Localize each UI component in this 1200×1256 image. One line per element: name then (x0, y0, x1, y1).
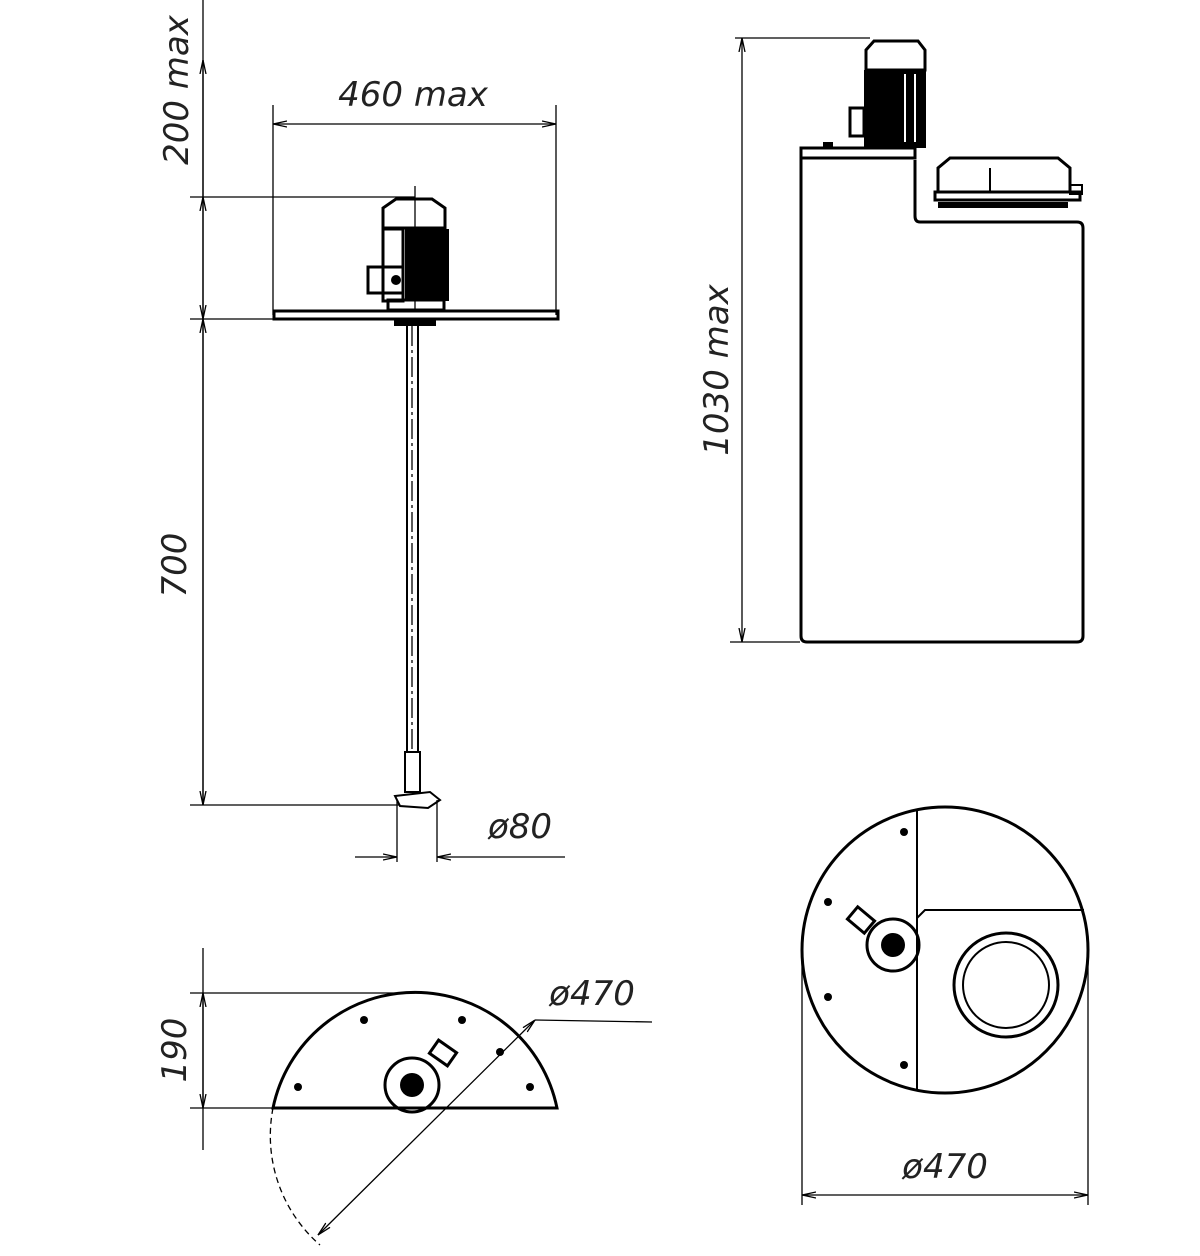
dim-impeller-diameter: ø80 (487, 807, 552, 847)
impeller (393, 790, 442, 810)
dim-shaft-length: 700 (155, 533, 195, 598)
dim-tank-diameter: ø470 (901, 1147, 988, 1187)
shaft (394, 320, 436, 793)
dim-segment-height: 190 (155, 1018, 195, 1083)
dim-plate-width: 460 max (338, 75, 489, 115)
lid-plan-view: 190 ø470 (155, 948, 653, 1246)
tank-lid (933, 156, 1083, 208)
mixer-side-view: 200 max 700 460 max ø80 (155, 0, 565, 862)
tank-body (799, 158, 1085, 644)
dim-total-height: 1030 max (697, 283, 737, 455)
dim-lid-diameter: ø470 (548, 974, 635, 1014)
dim-top-height: 200 max (157, 14, 197, 165)
tank-motor (848, 39, 927, 148)
tank-plan-view: ø470 (800, 805, 1090, 1205)
tank-side-view: 1030 max (697, 37, 1085, 644)
motor (366, 186, 449, 312)
mounting-plate (272, 309, 560, 321)
lid-segment (271, 990, 559, 1110)
